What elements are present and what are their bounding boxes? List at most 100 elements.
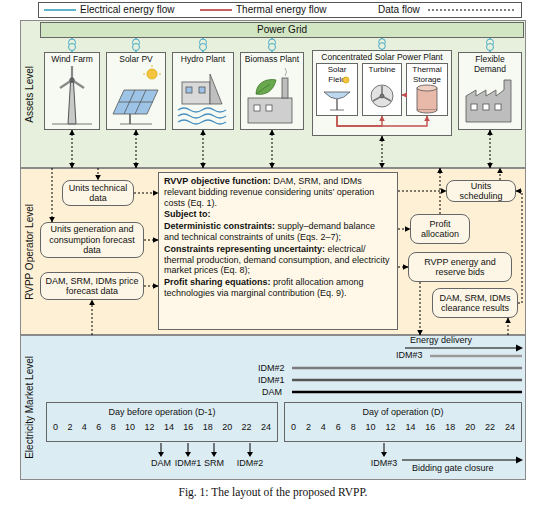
timeline-text: Day of operation (D)0 2 4 6 8 10 12 14 1… — [285, 403, 521, 441]
node-text-holder: RVPP energy and reserve bids — [409, 253, 511, 281]
band-title-holder: Electricity Market Level — [21, 336, 38, 479]
hydro-plant-icon — [178, 108, 226, 112]
thermal-storage-icon — [417, 85, 437, 91]
data-flow-arrow — [398, 267, 408, 268]
wind-turbine-icon — [52, 124, 92, 125]
model-paragraph: RVVP objective function:DAM, SRM, and ID… — [164, 176, 392, 208]
solar-pv-icon — [135, 90, 146, 114]
solar-pv-icon — [159, 74, 161, 75]
node-text: Units scheduling — [449, 181, 513, 202]
solar-field-icon — [343, 77, 349, 83]
timeline-box: Day before operation (D-1)0 2 4 6 8 10 1… — [46, 402, 278, 442]
process-box: RVPP energy and reserve bids — [408, 252, 512, 282]
timeline-bar — [292, 391, 522, 394]
legend-frame — [38, 2, 522, 18]
node-text-holder: Biomass Plant — [241, 53, 303, 129]
data-flow-arrow — [136, 130, 137, 168]
node-text: Turbine — [369, 65, 396, 75]
transformer-symbol — [69, 39, 76, 46]
data-box: Units generation and consumption forecas… — [40, 222, 144, 258]
transformer-symbol — [133, 39, 140, 46]
node-text: Units technical data — [65, 183, 131, 204]
node-text-holder: Turbine — [363, 64, 401, 115]
component-box: Solar Field — [316, 63, 358, 116]
gate-closure-arrow — [188, 443, 189, 452]
gate-closure-arrow — [185, 452, 191, 457]
turbine-icon — [371, 85, 393, 107]
data-flow-arrow — [508, 318, 509, 335]
data-flow-arrow — [144, 286, 158, 287]
biomass-plant-icon — [282, 78, 288, 98]
band-title: RVPP Operator Level — [24, 204, 35, 300]
gate-closure-arrow — [402, 460, 516, 461]
data-flow-arrow — [203, 130, 204, 168]
model-heading: Subject to: — [164, 209, 211, 219]
electrical-line — [381, 38, 383, 50]
figure-caption: Fig. 1: The layout of the proposed RVPP. — [0, 486, 546, 498]
solar-pv-icon — [119, 102, 153, 103]
timeline-bar — [292, 345, 523, 393]
factory-icon — [466, 80, 511, 122]
legend-sample — [44, 10, 516, 11]
solar-field-icon — [324, 92, 350, 99]
data-flow-arrow — [144, 240, 158, 241]
model-paragraph: Deterministic constraints:supply–demand … — [164, 221, 392, 243]
data-flow-arrow — [500, 168, 501, 180]
electrical-line — [135, 38, 137, 52]
transformer-symbol — [69, 39, 494, 51]
hydro-plant-icon — [182, 82, 210, 104]
solar-field-icon — [324, 77, 350, 110]
data-flow-arrow — [516, 191, 522, 303]
node-text-holder: Wind Farm — [45, 53, 99, 129]
legend-text: Thermal energy flow — [236, 4, 327, 16]
band-title-holder: Assets Level — [21, 21, 38, 167]
level-band: Assets LevelPower GridWind FarmSolar PVH… — [20, 20, 526, 168]
node-text: Solar PV — [119, 54, 153, 64]
data-box: DAM, SRM, IDMs price forecast data — [40, 272, 144, 300]
model-heading: RVVP objective function: — [164, 176, 271, 186]
model-paragraph: Subject to: — [164, 209, 392, 220]
electrical-line — [271, 38, 273, 52]
timeline-bar — [516, 345, 523, 352]
node-text-holder: Units generation and consumption forecas… — [41, 223, 143, 257]
process-box: Profit allocation — [410, 214, 470, 244]
solar-pv-icon — [120, 124, 152, 125]
gate-closure-arrow — [161, 443, 162, 452]
asset-box: Flexible Demand — [458, 52, 522, 130]
data-flow-arrow — [440, 168, 441, 214]
transformer-symbol — [269, 44, 276, 51]
node-text-holder: Solar Field — [317, 64, 357, 115]
asset-box: Solar PV — [106, 52, 166, 130]
transformer-symbol — [200, 44, 207, 51]
hour-ticks: 0 2 4 6 8 10 12 14 16 18 20 22 24 — [53, 421, 271, 433]
solar-pv-icon — [147, 69, 157, 79]
level-band: RVPP Operator LevelUnits technical dataU… — [20, 168, 526, 335]
model-box: RVVP objective function:DAM, SRM, and ID… — [158, 172, 398, 330]
biomass-plant-icon — [248, 68, 292, 123]
gate-closure-arrow — [384, 443, 385, 452]
asset-box: Biomass Plant — [240, 52, 304, 130]
node-text-holder: Profit allocation — [411, 215, 469, 243]
asset-box: Concentrated Solar Power PlantSolar Fiel… — [312, 50, 452, 136]
component-box: Turbine — [362, 63, 402, 116]
node-text-holder: DAM, SRM, IDMs price forecast data — [41, 273, 143, 299]
electrical-line — [71, 38, 73, 52]
node-text: Concentrated Solar Power Plant — [321, 52, 442, 62]
node-text: RVPP energy and reserve bids — [411, 257, 509, 278]
band-title: Electricity Market Level — [24, 356, 35, 459]
node-text: Thermal Storage — [409, 65, 445, 84]
gate-closure-arrow — [247, 452, 253, 457]
solar-pv-icon — [152, 65, 153, 67]
level-band: Electricity Market Level Day before opera… — [20, 335, 526, 480]
data-flow-arrow — [398, 191, 446, 192]
node-text-holder: Units technical data — [63, 181, 133, 205]
electrical-line — [202, 38, 204, 52]
data-flow-arrow — [490, 130, 491, 168]
transformer-symbol — [200, 39, 207, 46]
legend-text: Data flow — [378, 4, 420, 16]
transformer-symbol — [133, 44, 140, 51]
wind-turbine-icon — [71, 66, 73, 80]
solar-field-icon — [336, 99, 337, 110]
grid-bar: Power Grid — [40, 22, 524, 38]
turbine-icon — [380, 94, 384, 98]
